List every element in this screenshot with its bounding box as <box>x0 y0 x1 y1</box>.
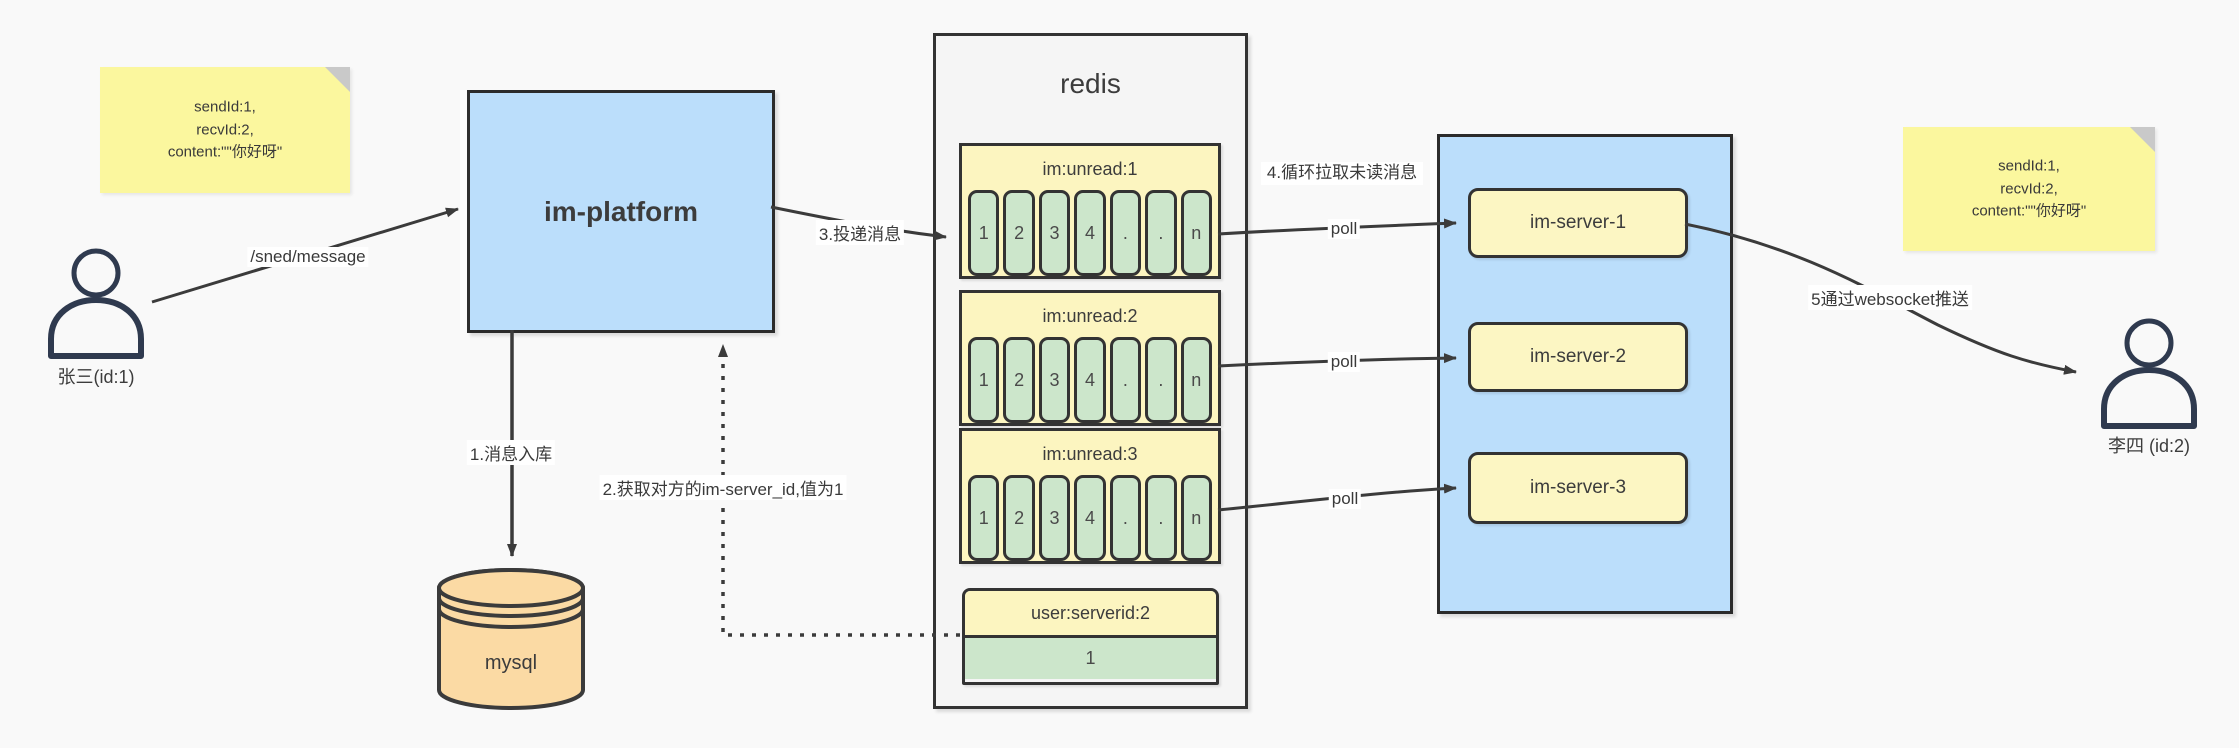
queue-cell: 4 <box>1074 475 1106 561</box>
label-step2: 2.获取对方的im-server_id,值为1 <box>599 475 847 500</box>
queue-cell: 3 <box>1038 190 1071 276</box>
mysql-cylinder <box>437 568 585 710</box>
note-fold-icon <box>2130 127 2155 152</box>
im-platform-title: im-platform <box>544 195 698 227</box>
kv-user-serverid: user:serverid:2 1 <box>962 588 1219 685</box>
im-server-3: im-server-3 <box>1468 452 1688 524</box>
im-platform-box: im-platform <box>467 90 775 333</box>
label-poll-3: poll <box>1328 489 1362 509</box>
queue-cell: . <box>1145 337 1177 423</box>
user-icon <box>2101 318 2197 429</box>
queue-cell: n <box>1180 337 1212 423</box>
sticky-note-text: sendId:1, recvId:2, content:""你好呀" <box>167 98 283 161</box>
queue-cell: n <box>1180 190 1212 276</box>
queue-header: im:unread:3 <box>1042 444 1138 464</box>
queue-im-unread-2: im:unread:2 1 2 3 4 . . n <box>959 290 1221 426</box>
label-step1: 1.消息入库 <box>466 440 556 465</box>
queue-header: im:unread:1 <box>1042 159 1138 179</box>
queue-cell: . <box>1109 190 1142 276</box>
label-poll-1: poll <box>1327 219 1361 239</box>
sticky-note-left: sendId:1, recvId:2, content:""你好呀" <box>100 67 350 193</box>
receiver-label: 李四 (id:2) <box>2107 436 2190 456</box>
im-server-2: im-server-2 <box>1468 322 1688 392</box>
queue-cell: . <box>1109 337 1142 423</box>
queue-cell: 4 <box>1074 190 1106 276</box>
queue-cell: 3 <box>1038 337 1071 423</box>
redis-title: redis <box>1060 68 1121 99</box>
queue-header: im:unread:2 <box>1042 306 1138 326</box>
queue-cell: 2 <box>1003 475 1035 561</box>
queue-cells: 1 2 3 4 . . n <box>962 190 1218 276</box>
label-send-api: /sned/message <box>247 247 369 267</box>
sticky-note-right: sendId:1, recvId:2, content:""你好呀" <box>1903 127 2155 251</box>
queue-cell: 3 <box>1038 475 1071 561</box>
queue-cell: . <box>1145 475 1177 561</box>
queue-im-unread-3: im:unread:3 1 2 3 4 . . n <box>959 428 1221 564</box>
queue-cell: 4 <box>1074 337 1106 423</box>
queue-cells: 1 2 3 4 . . n <box>962 337 1218 423</box>
label-step3: 3.投递消息 <box>815 220 905 245</box>
queue-cell: . <box>1109 475 1142 561</box>
user-icon <box>48 248 144 359</box>
queue-cell: . <box>1145 190 1177 276</box>
label-poll-2: poll <box>1327 352 1361 372</box>
im-server-1: im-server-1 <box>1468 188 1688 258</box>
sticky-note-text: sendId:1, recvId:2, content:""你好呀" <box>1971 157 2087 220</box>
kv-header: user:serverid:2 <box>965 591 1216 638</box>
note-fold-icon <box>325 67 350 92</box>
mysql-label: mysql <box>484 652 538 674</box>
queue-cell: 1 <box>968 190 1000 276</box>
queue-cells: 1 2 3 4 . . n <box>962 475 1218 561</box>
queue-cell: 1 <box>968 475 1000 561</box>
queue-cell: n <box>1180 475 1212 561</box>
sender-label: 张三(id:1) <box>57 367 135 387</box>
label-step5: 5通过websocket推送 <box>1808 285 1972 310</box>
queue-cell: 1 <box>968 337 1000 423</box>
queue-cell: 2 <box>1003 190 1035 276</box>
queue-cell: 2 <box>1003 337 1035 423</box>
queue-im-unread-1: im:unread:1 1 2 3 4 . . n <box>959 143 1221 279</box>
kv-value: 1 <box>965 638 1216 679</box>
label-step4: 4.循环拉取未读消息 <box>1261 162 1423 185</box>
